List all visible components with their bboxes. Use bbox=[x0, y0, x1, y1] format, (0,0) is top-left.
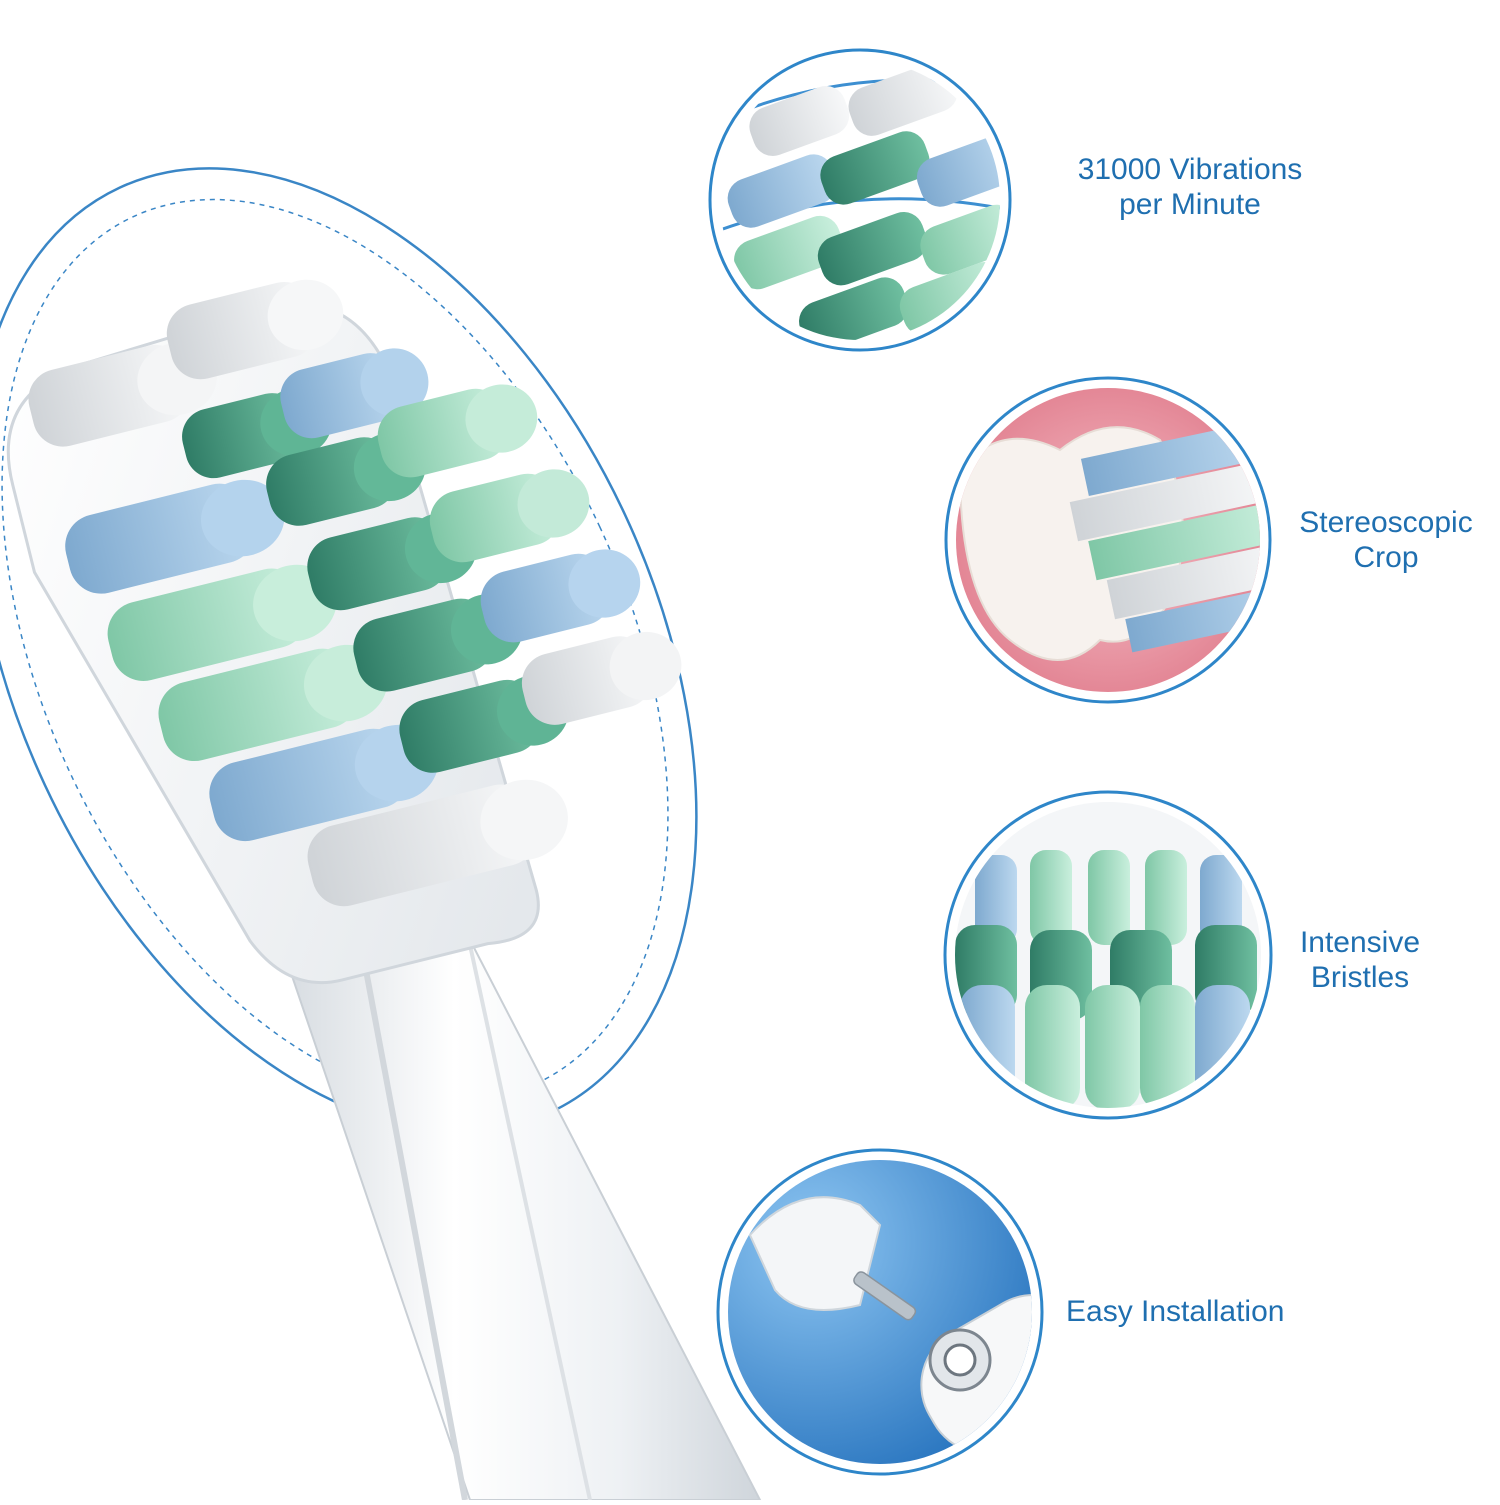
feature-label-line: per Minute bbox=[1119, 188, 1261, 221]
feature-label-installation: Easy Installation bbox=[1066, 1294, 1366, 1329]
bristle-tufts bbox=[28, 279, 682, 907]
feature-label-line: Crop bbox=[1353, 541, 1419, 574]
feature-circle-tooth bbox=[944, 376, 1272, 704]
feature-label-line: Stereoscopic bbox=[1299, 506, 1473, 539]
feature-label-vibrations: 31000 Vibrations per Minute bbox=[1050, 152, 1330, 222]
feature-label-intensive: Intensive Bristles bbox=[1280, 925, 1440, 995]
brush-handle bbox=[288, 938, 762, 1501]
feature-circle-installation bbox=[716, 1148, 1044, 1476]
feature-label-stereoscopic: Stereoscopic Crop bbox=[1282, 505, 1490, 575]
feature-circle-vibrations bbox=[708, 48, 1012, 352]
feature-label-line: 31000 Vibrations bbox=[1077, 153, 1303, 186]
feature-label-line: Intensive bbox=[1299, 926, 1421, 959]
feature-label-line: Bristles bbox=[1310, 961, 1410, 994]
feature-label-line: Easy Installation bbox=[1066, 1295, 1285, 1328]
feature-circle-bristles bbox=[943, 790, 1273, 1120]
